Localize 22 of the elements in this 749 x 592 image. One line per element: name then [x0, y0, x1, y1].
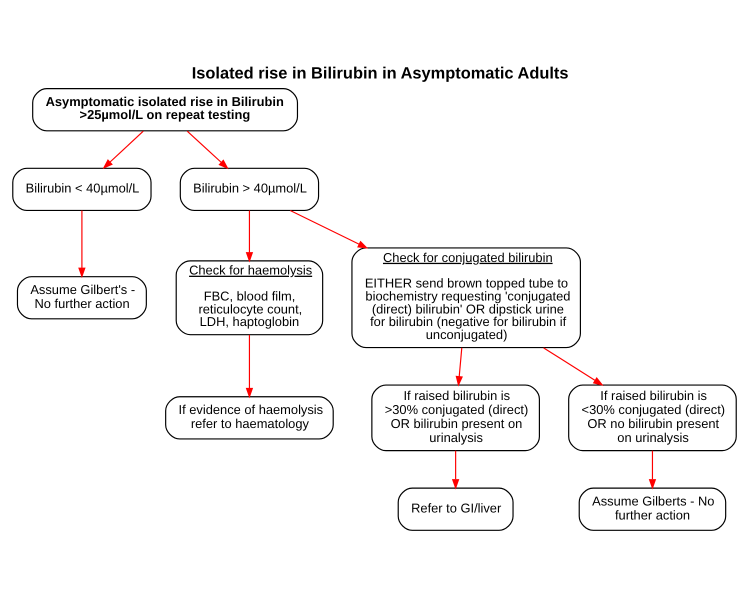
node-box: If raised bilirubin is <30% conjugated (direct) OR no bilirubin present on urinalysis: [568, 384, 737, 452]
arrow: [78, 210, 86, 278]
node-box: Check for haemolysis FBC, blood film, reticulocyte count, LDH, haptoglobin: [176, 260, 324, 336]
node-box: Assume Gilberts - No further action: [578, 488, 726, 531]
node-box: Asymptomatic isolated rise in Bilirubin >25µmol/L on repeat testing: [32, 88, 298, 132]
arrow: [456, 348, 463, 387]
arrow: [246, 334, 254, 398]
arrow: [648, 450, 656, 490]
arrow: [290, 210, 368, 249]
node-box: Bilirubin < 40µmol/L: [12, 168, 152, 212]
node-box: Check for conjugated bilirubin EITHER send brown topped tube to biochemistry requesting 'conjugated (direct) bilirubin' OR dipstick urine for bilirubin (negative for bilirubin if unconjugated): [351, 247, 581, 348]
arrow: [246, 210, 254, 263]
diagram-title: Isolated rise in Bilirubin in Asymptomatic Adults: [192, 64, 568, 82]
arrow: [186, 130, 229, 170]
arrow: [102, 130, 144, 169]
arrow: [452, 450, 460, 490]
arrow: [543, 347, 604, 386]
node-box: If raised bilirubin is >30% conjugated (direct) OR bilirubin present on urinalysis: [371, 384, 540, 452]
node-box: Assume Gilbert's - No further action: [16, 276, 147, 320]
node-box: Bilirubin > 40µmol/L: [180, 168, 320, 212]
node-box: Refer to GI/liver: [398, 488, 514, 531]
node-box: If evidence of haemolysis refer to haematology: [165, 396, 334, 440]
